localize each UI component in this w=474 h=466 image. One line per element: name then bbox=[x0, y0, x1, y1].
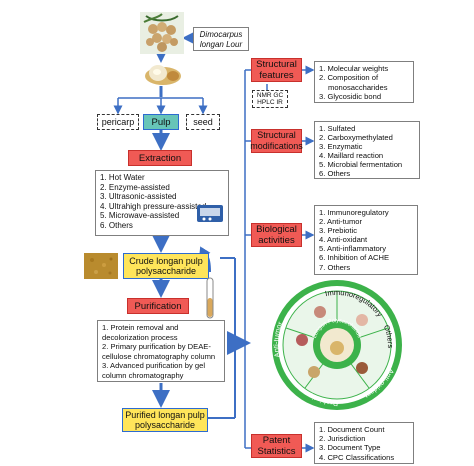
patent-statistics-list: 1. Document Count 2. Jurisdiction 3. Doc… bbox=[314, 422, 414, 464]
species-line-1: Dimocarpus bbox=[199, 30, 243, 39]
patent-item: 4. CPC Classifications bbox=[319, 452, 395, 462]
seed-box: seed bbox=[186, 114, 220, 130]
activity-item: 6. Inhibition of ACHE bbox=[319, 253, 390, 263]
purification-steps-list: 1. Protein removal and decolorization pr… bbox=[97, 320, 225, 382]
crude-polysaccharide-box: Crude longan pulp polysaccharide bbox=[123, 253, 209, 279]
pulp-box: Pulp bbox=[143, 114, 179, 130]
feature-item: 2. Composition of bbox=[319, 73, 379, 83]
purification-header: Purification bbox=[127, 298, 189, 314]
activity-item: 4. Anti-oxidant bbox=[319, 235, 368, 245]
extraction-method: 1. Hot Water bbox=[100, 173, 145, 182]
crude-powder-image bbox=[84, 253, 118, 279]
patent-title-2: Statistics bbox=[257, 446, 296, 457]
purification-step: 2. Primary purification by DEAE- bbox=[102, 342, 211, 352]
structural-features-list: 1. Molecular weights 2. Composition of m… bbox=[314, 61, 414, 103]
structural-modifications-title-1: Structural bbox=[257, 130, 296, 140]
feature-item: 1. Molecular weights bbox=[319, 64, 389, 73]
purification-step: column chromatography bbox=[102, 370, 184, 380]
patent-item: 3. Document Type bbox=[319, 443, 381, 453]
modification-item: 2. Carboxymethylated bbox=[319, 133, 393, 142]
modification-item: 3. Enzymatic bbox=[319, 142, 363, 151]
crude-line-1: Crude longan pulp bbox=[129, 255, 203, 266]
techniques-line-2: HPLC IR bbox=[257, 99, 283, 106]
test-tube-icon bbox=[204, 276, 216, 320]
longan-fruit-photo bbox=[140, 12, 184, 54]
purified-polysaccharide-box: Purified longan pulp polysaccharide bbox=[122, 408, 208, 432]
analysis-techniques-box: NMR GC HPLC IR bbox=[252, 90, 288, 108]
extraction-method: 5. Microwave-assisted bbox=[100, 211, 180, 220]
modification-item: 4. Maillard reaction bbox=[319, 151, 384, 160]
activity-item: 1. Immunoregulatory bbox=[319, 208, 389, 217]
extraction-header: Extraction bbox=[128, 150, 192, 166]
structural-features-title-2: features bbox=[259, 70, 294, 81]
structural-modifications-title-2: modifications bbox=[250, 141, 303, 151]
feature-item: monosaccharides bbox=[328, 82, 388, 92]
extraction-method: 2. Enzyme-assisted bbox=[100, 182, 170, 192]
species-name-box: Dimocarpus longan Lour bbox=[193, 27, 249, 51]
modification-item: 5. Microbial fermentation bbox=[319, 160, 403, 169]
structural-modifications-header: Structural modifications bbox=[250, 129, 303, 153]
purification-step: cellulose chromatography column bbox=[102, 351, 216, 361]
purification-step: decolorization process bbox=[102, 332, 178, 342]
biological-activities-title-1: Biological bbox=[256, 224, 297, 235]
structural-modifications-list: 1. Sulfated 2. Carboxymethylated 3. Enzy… bbox=[314, 121, 420, 179]
pericarp-box: pericarp bbox=[97, 114, 139, 130]
activity-wheel: Longan Polysaccharide Immunoregulatory O… bbox=[262, 280, 412, 410]
extraction-method: 6. Others bbox=[100, 220, 133, 230]
biological-activities-title-2: activities bbox=[258, 235, 295, 246]
purified-line-2: polysaccharide bbox=[134, 420, 196, 430]
structural-features-title-1: Structural bbox=[256, 59, 297, 70]
pericarp-label: pericarp bbox=[101, 117, 135, 127]
seed-label: seed bbox=[193, 117, 213, 127]
modification-item: 6. Others bbox=[319, 169, 351, 178]
patent-title-1: Patent bbox=[262, 435, 291, 446]
feature-item: 3. Glycosidic bond bbox=[319, 91, 382, 101]
techniques-line-1: NMR GC bbox=[256, 91, 284, 99]
extraction-methods-list: 1. Hot Water 2. Enzyme-assisted 3. Ultra… bbox=[95, 170, 229, 236]
species-line-2: longan Lour bbox=[199, 39, 243, 49]
activity-item: 7. Others bbox=[319, 262, 351, 272]
activity-item: 2. Anti-tumor bbox=[319, 217, 363, 227]
extraction-title: Extraction bbox=[138, 152, 182, 164]
peeled-longan-image bbox=[143, 62, 183, 86]
structural-features-header: Structural features bbox=[251, 58, 302, 82]
extraction-method: 3. Ultrasonic-assisted bbox=[100, 192, 177, 201]
modification-item: 1. Sulfated bbox=[319, 124, 356, 133]
biological-activities-list: 1. Immunoregulatory 2. Anti-tumor 3. Pre… bbox=[314, 205, 418, 275]
patent-item: 1. Document Count bbox=[319, 425, 385, 434]
biological-activities-header: Biological activities bbox=[251, 223, 302, 247]
crude-line-2: polysaccharide bbox=[135, 266, 197, 276]
purification-step: 3. Advanced purification by gel bbox=[102, 361, 206, 371]
purified-line-1: Purified longan pulp bbox=[125, 409, 205, 420]
pulp-label: Pulp bbox=[151, 116, 171, 128]
extraction-device-icon bbox=[196, 202, 224, 224]
activity-item: 5. Anti-inflammatory bbox=[319, 244, 387, 254]
activity-item: 3. Prebiotic bbox=[319, 226, 357, 236]
patent-item: 2. Jurisdiction bbox=[319, 434, 366, 444]
purification-title: Purification bbox=[134, 300, 182, 312]
extraction-method: 4. Ultrahigh pressure-assisted bbox=[100, 201, 207, 211]
patent-statistics-header: Patent Statistics bbox=[251, 434, 302, 458]
purification-step: 1. Protein removal and bbox=[102, 323, 179, 332]
